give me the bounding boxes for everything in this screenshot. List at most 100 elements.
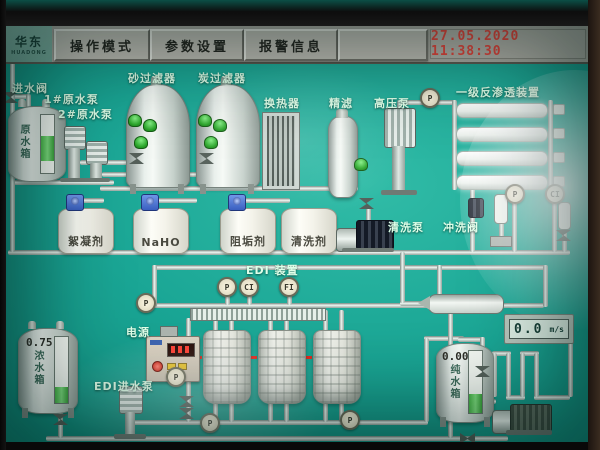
valve-icon[interactable] xyxy=(199,153,214,164)
panel-red-button[interactable] xyxy=(152,361,163,372)
pressure-gauge: P xyxy=(420,88,440,108)
pipe xyxy=(339,400,344,422)
ro-membrane-vessel xyxy=(456,127,548,142)
pipe xyxy=(520,351,539,356)
pure-tank-label: 纯水箱 xyxy=(448,364,459,400)
fine-filter-vessel xyxy=(328,116,358,198)
pipe xyxy=(339,310,344,332)
operation-mode-button[interactable]: 操作模式 xyxy=(54,29,150,61)
flow-meter xyxy=(558,202,571,230)
pump-column xyxy=(68,148,80,180)
alarm-info-button[interactable]: 报警信息 xyxy=(244,29,338,61)
inlet-valve-icon[interactable] xyxy=(3,92,18,103)
pipe xyxy=(12,94,30,99)
raw-tank-level-gauge xyxy=(40,114,55,174)
auto-valve-icon[interactable] xyxy=(143,119,157,132)
pipe xyxy=(229,400,234,422)
pipe xyxy=(268,310,273,332)
pipe xyxy=(225,292,230,305)
sand-filter-vessel xyxy=(126,84,190,188)
pressure-gauge: P xyxy=(505,184,525,204)
pipe xyxy=(437,265,442,297)
auto-valve-icon[interactable] xyxy=(128,114,142,127)
ro-unit-label: 一级反渗透装置 xyxy=(456,86,540,99)
pump-base xyxy=(342,248,394,252)
pipe xyxy=(448,414,453,438)
tank-leg xyxy=(22,408,28,418)
solenoid-valve[interactable] xyxy=(468,198,484,218)
dosing-pump[interactable] xyxy=(141,194,159,211)
ro-sample-valve xyxy=(553,152,565,163)
dosing-pump[interactable] xyxy=(228,194,246,211)
valve-icon[interactable] xyxy=(475,366,490,377)
ro-sample-valve xyxy=(553,128,565,139)
pump-base xyxy=(381,190,417,195)
pipe xyxy=(534,353,539,397)
pipe xyxy=(397,100,402,112)
pipe xyxy=(552,201,557,252)
filter-top-nozzle xyxy=(221,76,231,85)
valve-icon[interactable] xyxy=(359,198,374,209)
filter-leg xyxy=(130,184,136,194)
blank-button[interactable] xyxy=(338,29,428,61)
tank-nozzle xyxy=(28,321,36,329)
pipe xyxy=(213,310,218,332)
pressure-gauge: P xyxy=(166,367,186,387)
monitor-bezel-top xyxy=(0,0,600,26)
parameter-settings-button[interactable]: 参数设置 xyxy=(150,29,244,61)
pressure-gauge: P xyxy=(136,293,156,313)
valve-icon[interactable] xyxy=(179,396,194,407)
auto-valve-icon[interactable] xyxy=(213,119,227,132)
pipe xyxy=(244,198,290,203)
dosing-pump[interactable] xyxy=(66,194,84,211)
edi-module-1 xyxy=(203,330,251,404)
ro-membrane-vessel xyxy=(456,151,548,166)
valve-icon[interactable] xyxy=(53,414,68,425)
pipe xyxy=(424,338,429,422)
auto-valve-icon[interactable] xyxy=(204,136,218,149)
pipe xyxy=(268,400,273,422)
valve-icon[interactable] xyxy=(129,153,144,164)
flocculant-tank: 絮凝剂 xyxy=(58,208,114,254)
pure-water-tank xyxy=(436,343,494,423)
panel-led-display xyxy=(167,343,195,357)
auto-valve-icon[interactable] xyxy=(134,136,148,149)
pipe xyxy=(46,436,508,441)
high-pressure-pump[interactable] xyxy=(384,108,416,148)
auto-valve-icon[interactable] xyxy=(354,158,368,171)
pipe xyxy=(543,265,548,307)
heat-exchanger-plates xyxy=(267,116,295,186)
ro-membrane-vessel xyxy=(456,103,548,118)
valve-icon[interactable] xyxy=(460,433,475,444)
naoh-label: NaHO xyxy=(141,236,181,249)
pure-level-gauge xyxy=(468,350,483,414)
logo-text: 华东 xyxy=(14,34,43,49)
pump-base xyxy=(506,430,552,435)
datetime-display: 27.05.2020 11:38:30 xyxy=(430,29,586,59)
pipe xyxy=(448,312,453,346)
cleaning-pump-label: 清洗泵 xyxy=(388,221,424,234)
transfer-pump[interactable] xyxy=(510,404,552,432)
heat-exchanger xyxy=(262,112,300,190)
flow-gauge: FI xyxy=(279,277,299,297)
cleaner-tank: 清洗剂 xyxy=(281,208,337,254)
pipe xyxy=(58,412,63,438)
chlorine-gauge: CI xyxy=(545,184,565,204)
edi-unit-label: EDI 装置 xyxy=(246,264,299,277)
drain-box xyxy=(490,236,512,247)
edi-power-panel xyxy=(146,336,200,382)
auto-valve-icon[interactable] xyxy=(198,114,212,127)
raw-pump-1[interactable] xyxy=(64,126,86,150)
pipe xyxy=(247,292,252,305)
level-fill xyxy=(469,394,482,413)
cleaning-pump[interactable] xyxy=(356,220,394,250)
valve-icon[interactable] xyxy=(179,408,194,419)
logo-subtext: HUADONG xyxy=(11,49,47,56)
pipe xyxy=(152,265,546,270)
pipe xyxy=(400,252,405,303)
pipe xyxy=(506,353,511,397)
raw-pump-2[interactable] xyxy=(86,141,108,165)
cleaner-label: 清洗剂 xyxy=(291,235,327,248)
edi-feed-pump-label: EDI进水泵 xyxy=(94,380,154,393)
